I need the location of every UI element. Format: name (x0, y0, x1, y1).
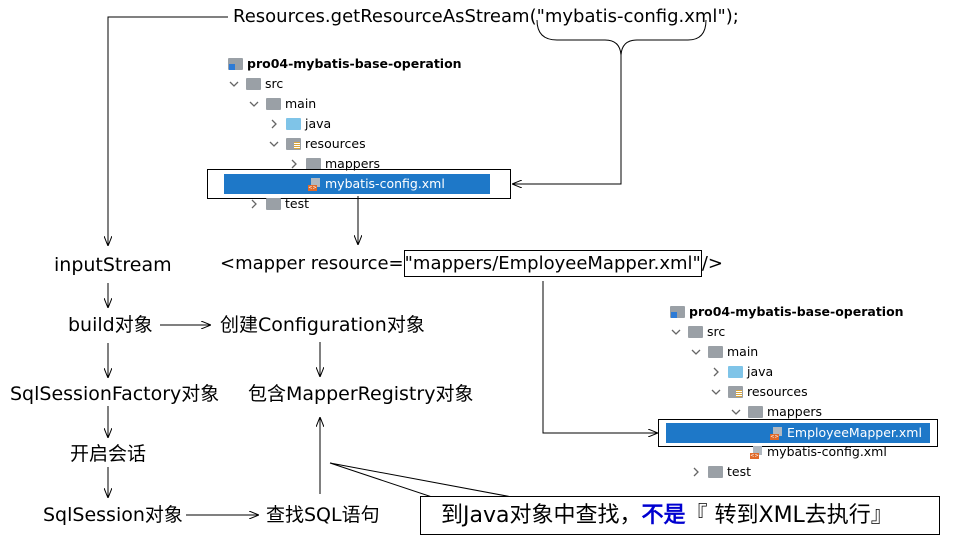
folder-icon (688, 326, 703, 338)
folder-icon (266, 98, 281, 110)
folder-icon (708, 346, 723, 358)
chevron-down-icon[interactable] (690, 346, 702, 358)
header-code-arg: "mybatis-config.xml" (536, 6, 726, 27)
source-folder-icon (286, 118, 301, 130)
tree-top-src[interactable]: src (228, 74, 283, 94)
flow-find-sql: 查找SQL语句 (266, 504, 380, 526)
chevron-right-icon[interactable] (690, 466, 702, 478)
header-code: Resources.getResourceAsStream("mybatis-c… (233, 6, 739, 28)
flow-session-factory: SqlSessionFactory对象 (10, 383, 220, 405)
arrow-brace-to-config (513, 55, 622, 184)
tree-top-resources[interactable]: resources (268, 134, 366, 154)
arrow-header-to-inputstream (108, 16, 228, 245)
resources-folder-icon (728, 386, 743, 398)
folder-icon (266, 198, 281, 210)
chevron-down-icon[interactable] (730, 406, 742, 418)
tree-top-test[interactable]: test (248, 194, 309, 214)
tree-bottom-mappers[interactable]: mappers (730, 402, 822, 422)
mapper-tag-suffix: /> (701, 253, 723, 274)
tree-bottom-config[interactable]: <>mybatis-config.xml (750, 444, 887, 459)
callout-pointer (329, 462, 513, 498)
tree-top-java[interactable]: java (268, 114, 331, 134)
callout-box: 到Java对象中查找，不是『 转到XML去执行』 (420, 496, 940, 535)
arrow-mapper-to-employee (542, 281, 657, 433)
header-code-prefix: Resources.getResourceAsStream( (233, 6, 537, 27)
folder-icon (708, 466, 723, 478)
chevron-down-icon[interactable] (710, 386, 722, 398)
chevron-right-icon[interactable] (710, 366, 722, 378)
mapper-tag-value: "mappers/EmployeeMapper.xml" (403, 250, 702, 277)
tree-bottom-java[interactable]: java (710, 362, 773, 382)
tree-bottom-src[interactable]: src (670, 322, 725, 342)
chevron-right-icon[interactable] (268, 118, 280, 130)
callout-text-c: 『 转到XML去执行』 (685, 503, 893, 528)
tree-top-config-selected[interactable]: <>mybatis-config.xml (224, 174, 490, 194)
callout-text-a: 到Java对象中查找， (441, 503, 642, 528)
config-highlight-frame (207, 169, 511, 199)
tree-bottom-test[interactable]: test (690, 462, 751, 482)
resources-folder-icon (286, 138, 301, 150)
folder-icon (306, 158, 321, 170)
xml-file-icon: <> (750, 445, 763, 459)
flow-create-configuration: 创建Configuration对象 (220, 314, 425, 336)
header-code-suffix: ); (725, 6, 739, 27)
mapper-tag: <mapper resource="mappers/EmployeeMapper… (220, 250, 723, 277)
xml-file-icon: <> (770, 426, 783, 440)
tree-top-mappers[interactable]: mappers (288, 154, 380, 174)
callout-text-b: 不是 (641, 503, 686, 528)
flow-mapper-registry: 包含MapperRegistry对象 (248, 383, 474, 405)
chevron-down-icon[interactable] (670, 326, 682, 338)
mapper-tag-prefix: <mapper resource= (220, 253, 404, 274)
folder-icon (748, 406, 763, 418)
tree-top-project[interactable]: pro04-mybatis-base-operation (228, 54, 462, 74)
tree-bottom-employee-mapper-selected[interactable]: <>EmployeeMapper.xml (666, 423, 930, 443)
chevron-right-icon[interactable] (288, 158, 300, 170)
chevron-down-icon[interactable] (268, 138, 280, 150)
chevron-down-icon[interactable] (228, 78, 240, 90)
xml-file-icon: <> (308, 177, 321, 191)
flow-build: build对象 (68, 314, 153, 336)
chevron-right-icon[interactable] (248, 198, 260, 210)
flow-sql-session: SqlSession对象 (43, 504, 183, 526)
chevron-down-icon[interactable] (248, 98, 260, 110)
flow-input-stream: inputStream (54, 254, 172, 276)
flow-open-session: 开启会话 (70, 443, 147, 465)
tree-bottom-project[interactable]: pro04-mybatis-base-operation (670, 302, 904, 322)
tree-bottom-resources[interactable]: resources (710, 382, 808, 402)
project-folder-icon (670, 306, 685, 318)
source-folder-icon (728, 366, 743, 378)
project-folder-icon (228, 58, 243, 70)
employee-mapper-highlight-frame (658, 419, 938, 447)
tree-top-main[interactable]: main (248, 94, 316, 114)
tree-bottom-main[interactable]: main (690, 342, 758, 362)
folder-icon (246, 78, 261, 90)
